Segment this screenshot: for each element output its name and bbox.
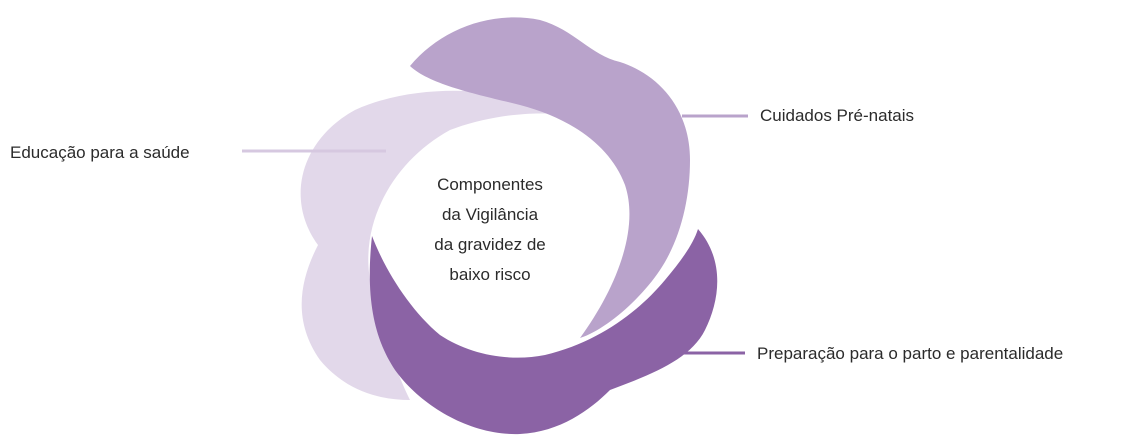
center-title: Componentes da Vigilância da gravidez de… — [402, 170, 578, 290]
center-line: da gravidez de — [434, 235, 546, 254]
petal-educacao — [300, 90, 556, 401]
center-line: Componentes — [437, 175, 543, 194]
center-line: baixo risco — [449, 265, 531, 284]
petal-preparacao — [369, 229, 718, 435]
label-cuidados-pre-natais: Cuidados Pré-natais — [760, 106, 915, 125]
petal-cuidados — [410, 17, 690, 338]
label-educacao-para-a-saude: Educação para a saúde — [10, 143, 190, 162]
label-preparacao-parto-parentalidade: Preparação para o parto e parentalidade — [757, 344, 1064, 363]
center-line: da Vigilância — [441, 205, 539, 224]
